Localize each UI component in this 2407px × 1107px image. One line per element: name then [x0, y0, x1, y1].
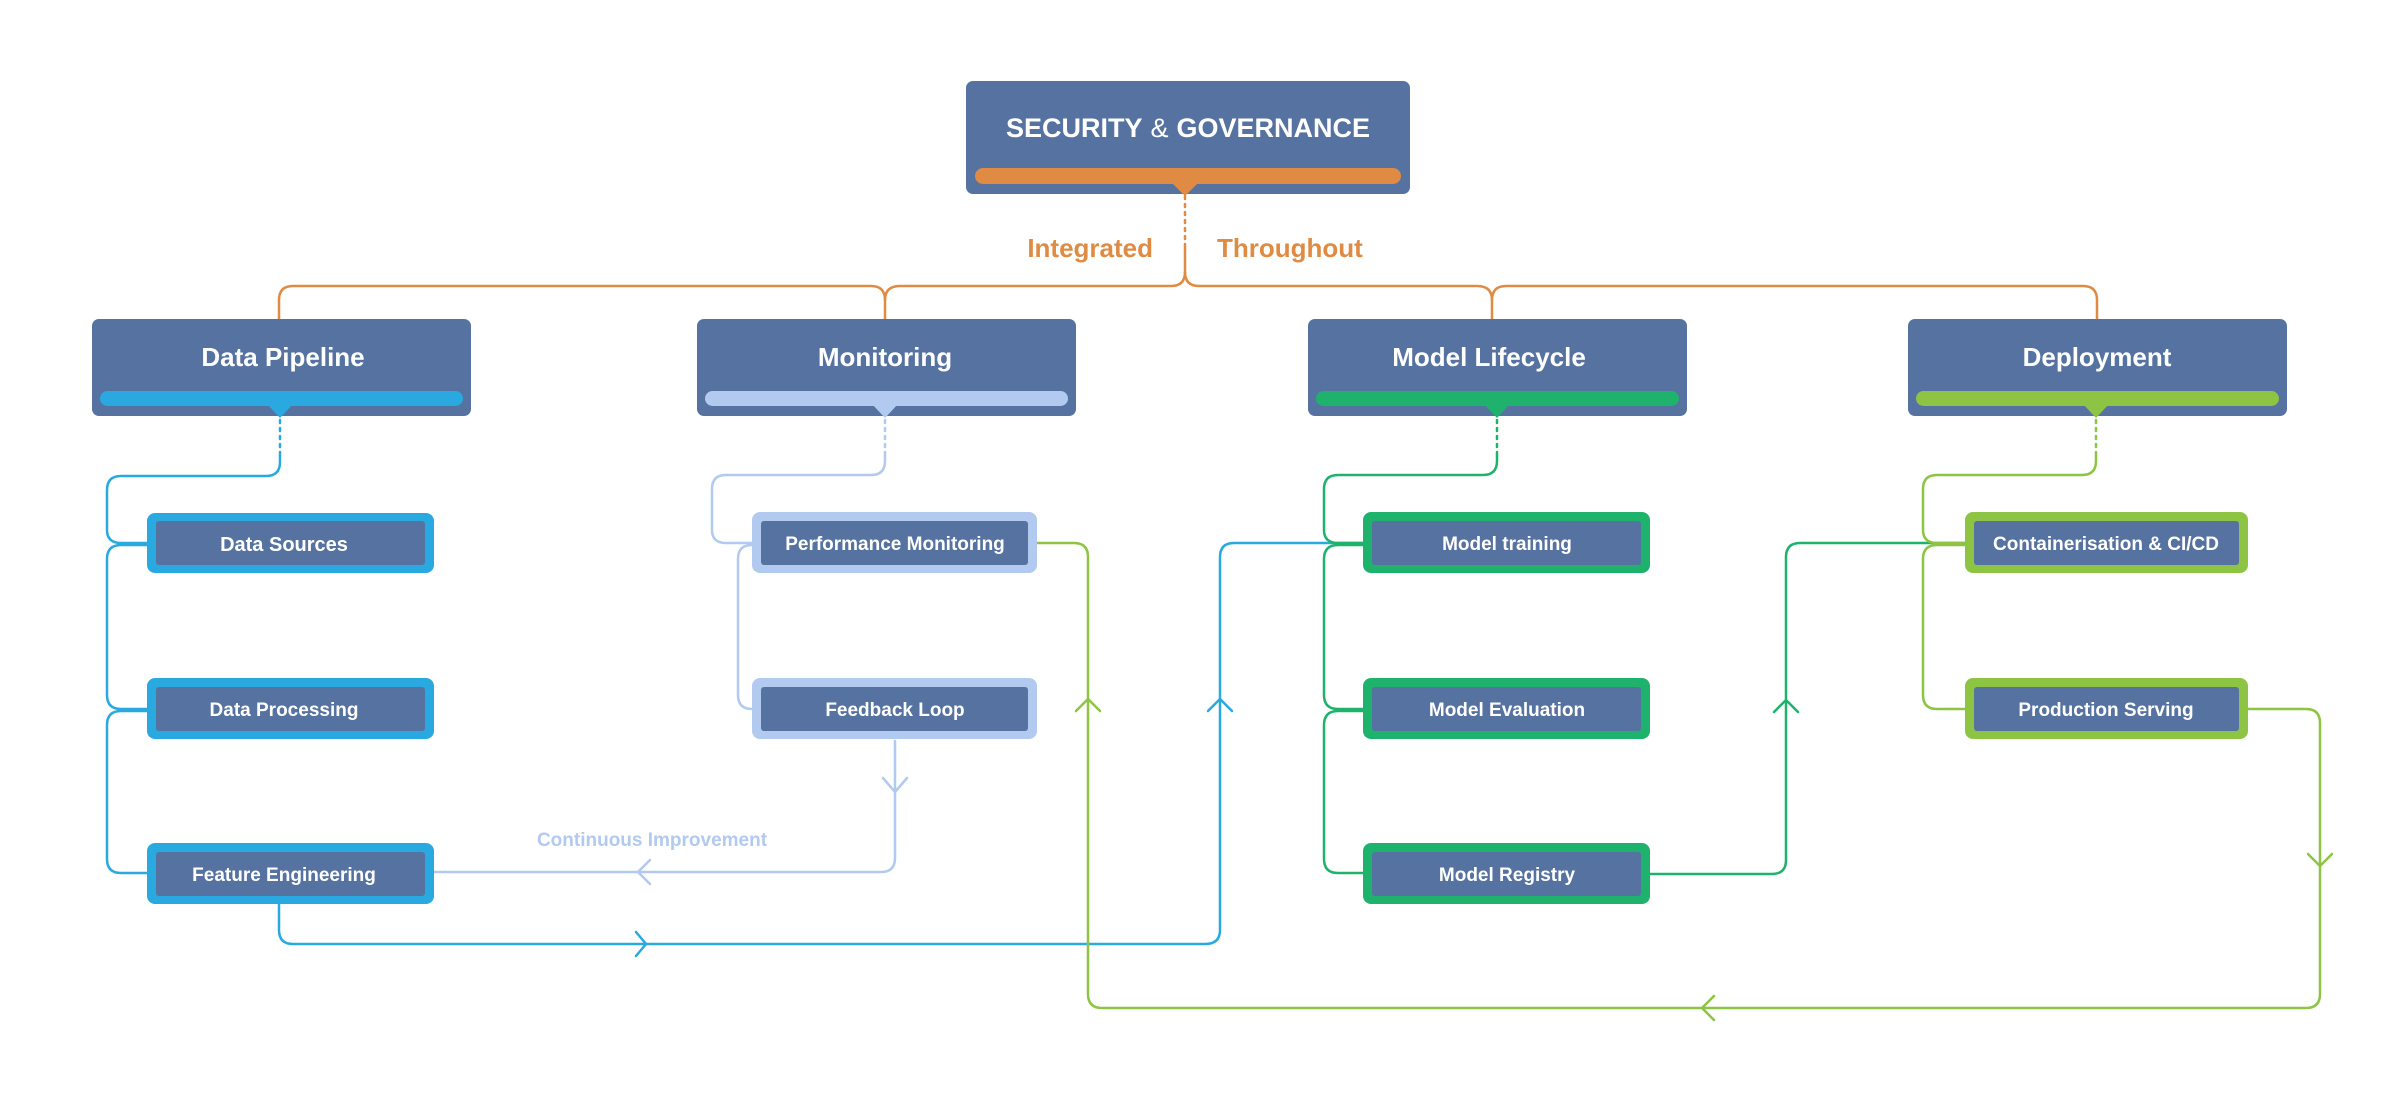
node-label: Model Registry	[1439, 865, 1576, 886]
pillar-header-data-pipeline: Data Pipeline	[92, 319, 471, 418]
node-label: Production Serving	[2018, 700, 2193, 721]
node-label: Model Evaluation	[1429, 700, 1585, 721]
pillar-accent-bar	[705, 391, 1068, 406]
pillar-title: Deployment	[2023, 342, 2172, 372]
node-label: Model training	[1442, 534, 1572, 555]
pillar-header-monitoring: Monitoring	[697, 319, 1076, 418]
node-label: Containerisation & CI/CD	[1993, 534, 2219, 555]
pillar-title: Model Lifecycle	[1392, 342, 1586, 372]
node-label: Data Sources	[220, 534, 348, 556]
node-data-sources: Data Sources	[147, 513, 434, 573]
connector-label-throughout: Throughout	[1217, 233, 1363, 263]
root-title: SECURITY&GOVERNANCE	[1006, 113, 1370, 143]
monitoring-connectors	[432, 418, 909, 886]
deployment-connectors	[1035, 418, 2334, 1022]
continuous-improvement-label: Continuous Improvement	[537, 830, 768, 851]
node-model-registry: Model Registry	[1363, 843, 1650, 904]
node-label: Performance Monitoring	[785, 534, 1005, 555]
node-label: Data Processing	[210, 700, 359, 721]
node-feedback-loop: Feedback Loop	[752, 678, 1037, 739]
node-feature-engineering: Feature Engineering	[147, 843, 434, 904]
pillar-accent-bar	[100, 391, 463, 406]
node-label: Feedback Loop	[825, 700, 964, 721]
node-label: Feature Engineering	[192, 865, 376, 886]
node-performance-monitoring: Performance Monitoring	[752, 512, 1037, 573]
node-production-serving: Production Serving	[1965, 678, 2248, 739]
connector-label-integrated: Integrated	[1027, 233, 1153, 263]
pillar-header-deployment: Deployment	[1908, 319, 2287, 418]
pillar-title: Data Pipeline	[201, 342, 364, 372]
pillar-accent-bar	[1316, 391, 1679, 406]
model-lifecycle-connectors	[1322, 418, 1967, 876]
root-tree-connector	[277, 194, 2099, 322]
security-governance-node: SECURITY&GOVERNANCE	[966, 81, 1410, 196]
node-model-training: Model training	[1363, 512, 1650, 573]
node-data-processing: Data Processing	[147, 678, 434, 739]
node-model-evaluation: Model Evaluation	[1363, 678, 1650, 739]
pillar-accent-bar	[1916, 391, 2279, 406]
root-accent-bar	[975, 168, 1401, 184]
pillar-title: Monitoring	[818, 342, 952, 372]
root-accent-notch	[1171, 182, 1199, 196]
pillar-header-model-lifecycle: Model Lifecycle	[1308, 319, 1687, 418]
data-pipeline-connectors	[105, 418, 1365, 958]
node-containerisation-ci-cd: Containerisation & CI/CD	[1965, 512, 2248, 573]
